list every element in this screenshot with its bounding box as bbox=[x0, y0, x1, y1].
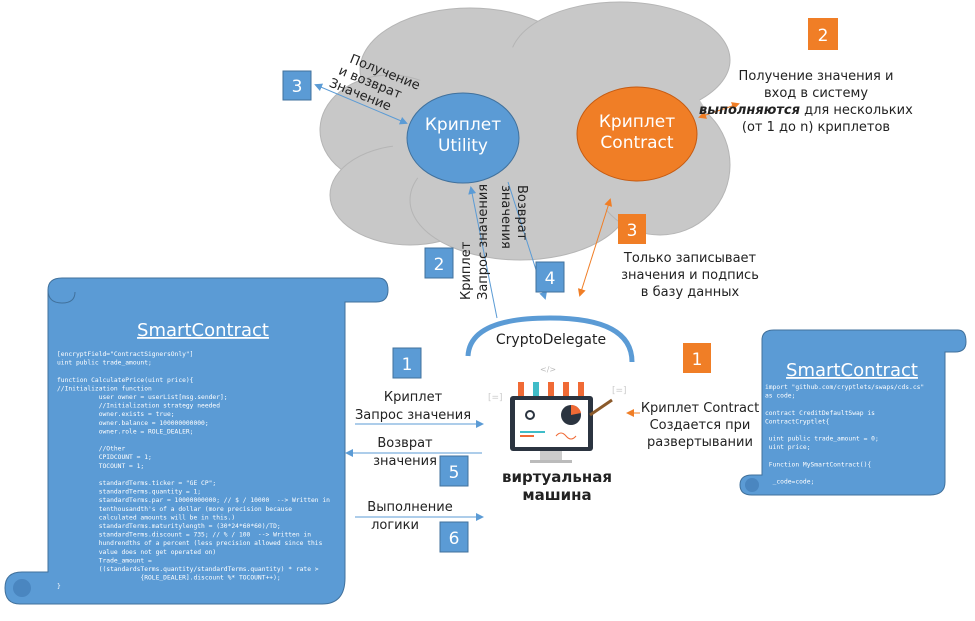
badge-3-orange-text: 3 bbox=[627, 221, 638, 241]
arrow-request-up bbox=[468, 186, 498, 319]
utility-label-2: Utility bbox=[438, 136, 488, 156]
db-label-3: в базу данных bbox=[641, 285, 740, 300]
vm-label-2: машина bbox=[522, 486, 591, 504]
flow5-label-1: Возврат bbox=[377, 436, 433, 451]
code-line: standardTerms.maturitylength = (30*24*60… bbox=[57, 523, 281, 530]
code-line: hundrendths of a percent (less precision… bbox=[57, 540, 323, 547]
contract-label-2: Contract bbox=[600, 133, 673, 153]
right-flow-label-2: Создается при bbox=[650, 418, 751, 433]
badge-2-orange bbox=[808, 18, 838, 50]
contract-cryptlet[interactable] bbox=[576, 86, 698, 182]
right-label-4: (от 1 до n) криплетов bbox=[742, 120, 890, 135]
db-label-2: значения и подпись bbox=[621, 268, 759, 283]
request-label-2: Запрос значения bbox=[476, 184, 491, 300]
db-label-1: Только записывает bbox=[623, 251, 757, 266]
code-line: tenthousandth's of a dollar (more precis… bbox=[57, 506, 292, 513]
right-label-2: вход в систему bbox=[764, 86, 868, 101]
code-line: uint public trade_amount = 0; bbox=[765, 436, 879, 443]
code-line: function CalculatePrice(uint price){ bbox=[57, 377, 194, 384]
badge-2-blue bbox=[424, 247, 454, 279]
code-line: [encryptField="ContractSignersOnly"] bbox=[57, 351, 193, 358]
badge-1-orange-text: 1 bbox=[692, 350, 703, 370]
code-line: ((standardsTerms.quantity/standardTerms.… bbox=[57, 566, 319, 573]
badge-5-blue bbox=[439, 455, 469, 487]
code-line: {ROLE_DEALER].discount %* TOCOUNT++); bbox=[57, 575, 281, 582]
code-line: standardTerms.quantity = 1; bbox=[57, 489, 201, 496]
arrow-contract-right bbox=[698, 102, 740, 119]
badge-2-blue-text: 2 bbox=[434, 255, 445, 275]
badge-3-left bbox=[282, 70, 312, 101]
svg-text:[=]: [=] bbox=[612, 386, 627, 396]
code-line: owner.balance = 100000000000; bbox=[57, 420, 209, 427]
badge-6-blue-text: 6 bbox=[449, 529, 460, 549]
badge-5-blue-text: 5 bbox=[449, 463, 460, 483]
code-line: //Other bbox=[57, 446, 125, 453]
code-line: import "github.com/cryptlets/swaps/cds.c… bbox=[765, 384, 924, 391]
right-code: import "github.com/cryptlets/swaps/cds.c… bbox=[765, 384, 924, 486]
utility-label-1: Криплет bbox=[425, 115, 501, 135]
right-label-3-em: выполняются bbox=[699, 103, 800, 118]
code-line: as code; bbox=[765, 393, 795, 400]
code-line: value does not get operated on) bbox=[57, 549, 216, 556]
flow6-label-2: логики bbox=[371, 518, 419, 533]
badge-3-left-text: 3 bbox=[292, 77, 303, 97]
delegate-title: CryptoDelegate bbox=[496, 332, 606, 348]
badge-4-blue bbox=[535, 261, 565, 293]
left-smartcontract-scroll bbox=[4, 277, 389, 605]
right-flow-label-1: Криплет Contract bbox=[641, 401, 759, 416]
right-smartcontract-scroll bbox=[739, 329, 967, 496]
code-line: _code=code; bbox=[765, 479, 814, 486]
arrow-utility-left bbox=[314, 83, 408, 125]
arrow-db bbox=[577, 198, 613, 297]
badge-1-blue-text: 1 bbox=[402, 355, 413, 375]
code-line: standardTerms.ticker = "GE CP"; bbox=[57, 480, 216, 487]
code-line: standardTerms.discount = 735; // % / 100… bbox=[57, 532, 311, 539]
code-line: CPIDCOUNT = 1; bbox=[57, 454, 152, 461]
code-line: //Initialization function bbox=[57, 385, 152, 392]
right-label-1: Получение значения и bbox=[739, 69, 894, 84]
code-line: uint public trade_amount; bbox=[57, 360, 152, 367]
return-label-1: Возврат bbox=[514, 185, 529, 241]
code-line: user owner = userList[msg.sender]; bbox=[57, 394, 228, 401]
code-line: owner.exists = true; bbox=[57, 411, 175, 418]
svg-text:</>: </> bbox=[540, 365, 556, 374]
badge-2-orange-text: 2 bbox=[818, 26, 829, 46]
virtual-machine-icon: </> [=] [=] bbox=[488, 365, 627, 463]
right-label-3-rest: для нескольких bbox=[800, 103, 913, 118]
flow1-label-2: Запрос значения bbox=[355, 408, 471, 423]
badge-1-blue bbox=[392, 347, 422, 379]
left-contract-title: SmartContract bbox=[137, 320, 269, 341]
code-line: } bbox=[57, 583, 61, 590]
utility-cryptlet[interactable] bbox=[406, 92, 520, 184]
code-line: TOCOUNT = 1; bbox=[57, 463, 144, 470]
code-line: owner.role = ROLE_DEALER; bbox=[57, 428, 193, 435]
badge-3-orange bbox=[618, 214, 646, 244]
contract-label-1: Криплет bbox=[599, 112, 675, 132]
right-contract-title: SmartContract bbox=[786, 360, 918, 381]
left-code: [encryptField="ContractSignersOnly"] uint… bbox=[57, 351, 330, 590]
code-line: Trade_amount = bbox=[57, 557, 152, 564]
flow1-label-1: Криплет bbox=[384, 390, 443, 405]
code-line: calculated amounts will be in this.) bbox=[57, 514, 235, 521]
delegate-arc bbox=[465, 315, 635, 363]
code-line: Function MySmartContract(){ bbox=[765, 461, 871, 468]
svg-text:[=]: [=] bbox=[488, 393, 503, 403]
code-line: ContractCryptlet{ bbox=[765, 418, 830, 425]
code-line: contract CreditDefaultSwap is bbox=[765, 410, 875, 417]
code-line: standardTerms.par = 10000000000; // $ / … bbox=[57, 497, 330, 504]
return-label-2: значения bbox=[498, 185, 513, 249]
badge-6-blue bbox=[439, 521, 469, 553]
badge-4-blue-text: 4 bbox=[545, 269, 556, 289]
badge-1-orange bbox=[683, 343, 711, 373]
flow5-label-2: значения bbox=[373, 454, 437, 469]
request-label-1: Криплет bbox=[459, 241, 474, 300]
code-line: //Initialization strategy needed bbox=[57, 403, 220, 410]
code-line: uint price; bbox=[765, 444, 811, 451]
right-flow-label-3: развертывании bbox=[647, 435, 753, 450]
vm-label-1: виртуальная bbox=[502, 468, 612, 486]
flow6-label-1: Выполнение bbox=[367, 500, 452, 515]
